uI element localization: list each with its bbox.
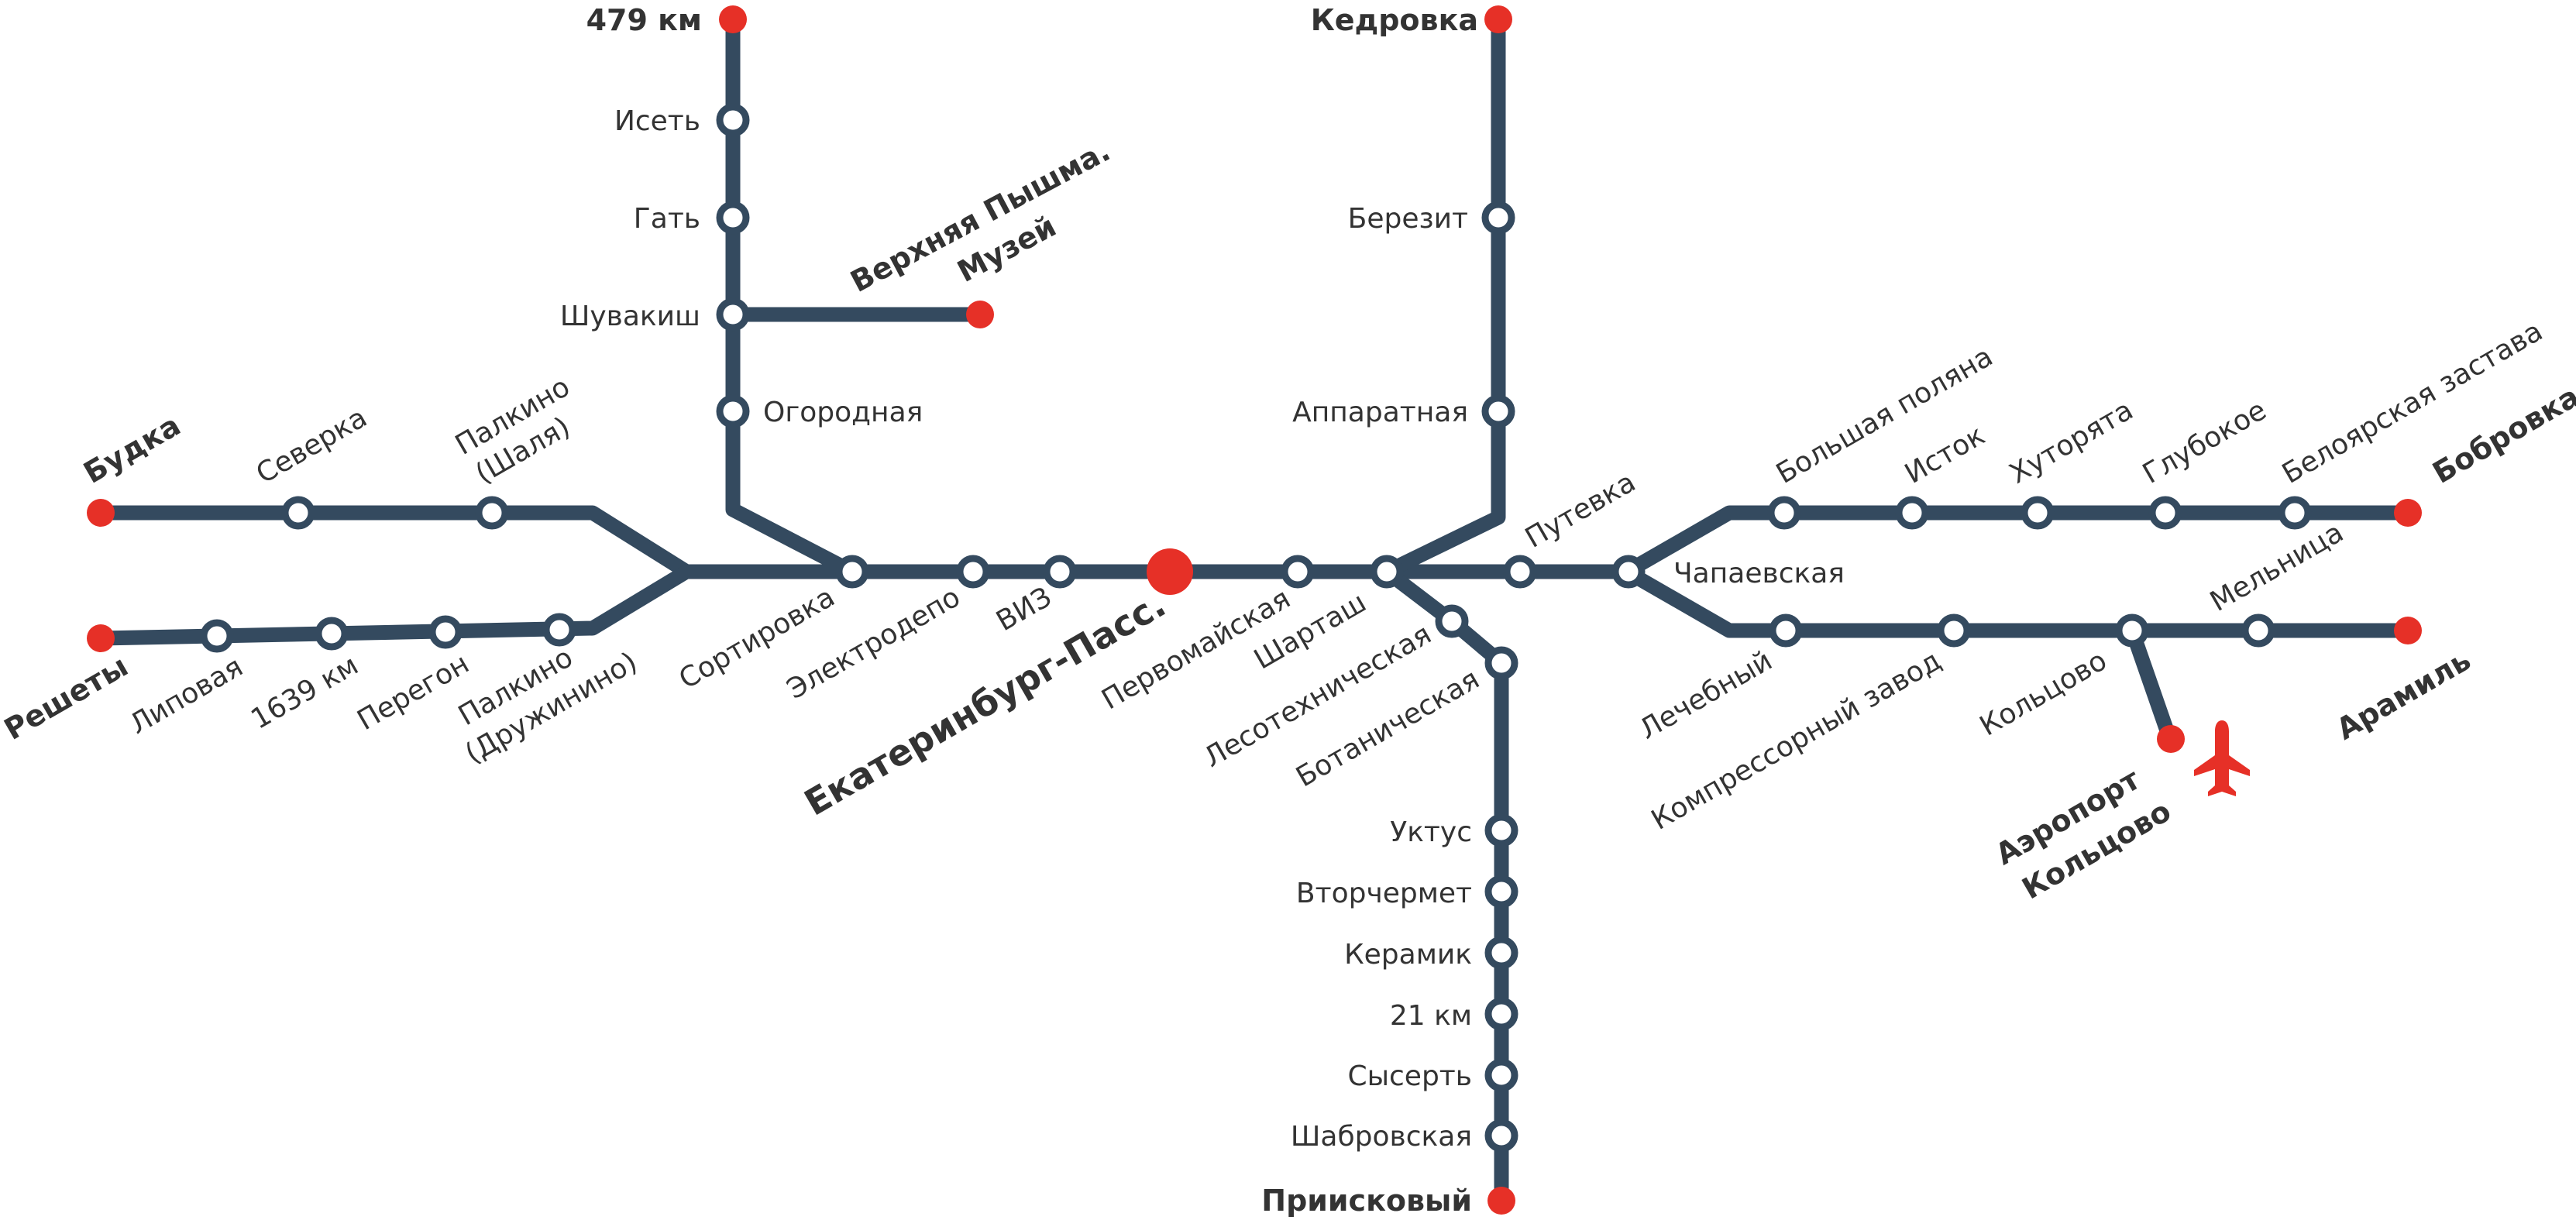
label-melnitsa: Мельница <box>2205 517 2349 618</box>
label-keramik: Керамик <box>1344 939 1472 971</box>
station-markers <box>200 103 2312 1153</box>
label-sysert: Сысерть <box>1347 1060 1472 1092</box>
label-peregon: Перегон <box>353 648 475 737</box>
line-budka <box>93 505 694 579</box>
station-putevka[interactable] <box>1503 555 1537 589</box>
station-kompressorny-zavod[interactable] <box>1937 613 1971 648</box>
station-lechebny[interactable] <box>1769 613 1803 648</box>
label-glubokoe: Глубокое <box>2137 394 2272 490</box>
label-beloyarskaya-zastava: Белоярская застава <box>2277 315 2548 490</box>
label-berezit: Березит <box>1348 203 1468 235</box>
label-severka: Северка <box>251 402 373 490</box>
label-kompressorny-zavod: Компрессорный завод <box>1646 644 1947 836</box>
station-apparatnaya[interactable] <box>1481 394 1515 428</box>
label-putevka: Путевка <box>1520 466 1641 555</box>
label-iset: Исеть <box>614 105 700 137</box>
terminal-479km[interactable] <box>719 5 747 33</box>
label-chapaevskaya: Чапаевская <box>1673 558 1845 589</box>
station-sortirovka[interactable] <box>835 555 869 589</box>
label-lechebny: Лечебный <box>1634 644 1777 746</box>
label-shabrovskaya: Шабровская <box>1291 1121 1472 1153</box>
station-chapaevskaya[interactable] <box>1611 555 1646 589</box>
station-khutoryata[interactable] <box>2021 496 2055 530</box>
line-airport <box>2124 623 2177 745</box>
station-gat[interactable] <box>716 201 750 235</box>
station-beloyarskaya-zastava[interactable] <box>2278 496 2312 530</box>
label-apparatnaya: Аппаратная <box>1292 397 1468 428</box>
station-glubokoe[interactable] <box>2148 496 2182 530</box>
station-ogorodnaya[interactable] <box>716 394 750 428</box>
station-vtorchermet[interactable] <box>1484 875 1518 909</box>
station-uktus[interactable] <box>1484 813 1518 847</box>
label-gat: Гать <box>634 203 700 235</box>
station-severka[interactable] <box>281 496 315 530</box>
station-istok[interactable] <box>1895 496 1929 530</box>
terminal-verkhnyaya-pyshma[interactable] <box>966 301 994 328</box>
terminal-aramil[interactable] <box>2394 617 2422 644</box>
station-melnitsa[interactable] <box>2241 613 2275 648</box>
station-koltsovo[interactable] <box>2115 613 2149 648</box>
line-verkhnyaya-pyshma <box>725 12 860 579</box>
station-sysert[interactable] <box>1484 1058 1518 1092</box>
terminal-reshety[interactable] <box>87 624 115 652</box>
label-koltsovo: Кольцово <box>1975 644 2113 742</box>
label-shuvakish: Шувакиш <box>560 301 700 332</box>
terminal-kedrovka[interactable] <box>1484 5 1512 33</box>
label-bolshaya-polyana: Большая поляна <box>1771 341 1998 490</box>
station-1639km[interactable] <box>315 617 349 651</box>
line-aramil <box>1619 564 2416 638</box>
hub-ekaterinburg[interactable] <box>1147 548 1193 595</box>
station-bolshaya-polyana[interactable] <box>1767 496 1801 530</box>
station-berezit[interactable] <box>1481 201 1515 235</box>
label-aramil: Арамиль <box>2330 643 2476 747</box>
station-botanicheskaya[interactable] <box>1484 646 1518 680</box>
label-vtorchermet: Вторчермет <box>1296 878 1472 909</box>
airplane-icon <box>2194 720 2250 796</box>
terminal-budka[interactable] <box>87 499 115 527</box>
station-viz[interactable] <box>1043 555 1077 589</box>
label-budka: Будка <box>78 408 187 490</box>
label-istok: Исток <box>1900 420 1990 490</box>
label-viz: ВИЗ <box>991 581 1057 637</box>
terminal-markers <box>87 5 2422 1215</box>
station-palkino-shalya[interactable] <box>475 496 509 530</box>
label-uktus: Уктус <box>1390 816 1472 848</box>
station-pervomayskaya[interactable] <box>1281 555 1315 589</box>
station-shuvakish[interactable] <box>716 297 750 332</box>
line-sysert <box>1379 564 1509 1208</box>
station-keramik[interactable] <box>1484 936 1518 970</box>
station-lipovaya[interactable] <box>200 619 234 653</box>
label-lipovaya: Липовая <box>125 651 249 741</box>
station-labels: 479 км Исеть Гать Шувакиш Огородная Верх… <box>0 3 2576 1218</box>
station-lesotekhnicheskaya[interactable] <box>1435 604 1469 638</box>
label-1639km: 1639 км <box>246 649 363 735</box>
station-shabrovskaya[interactable] <box>1484 1119 1518 1153</box>
station-shartash[interactable] <box>1370 555 1404 589</box>
line-reshety <box>93 564 694 646</box>
label-479km: 479 км <box>586 3 702 37</box>
line-kedrovka <box>1379 12 1506 579</box>
label-khutoryata: Хуторята <box>2004 394 2138 490</box>
station-palkino-druzhinino[interactable] <box>542 613 576 647</box>
label-reshety: Решеты <box>0 649 133 747</box>
label-kedrovka: Кедровка <box>1311 3 1478 37</box>
terminal-priiskovy[interactable] <box>1487 1187 1515 1215</box>
station-elektrodepo[interactable] <box>956 555 990 589</box>
station-21km[interactable] <box>1484 997 1518 1031</box>
label-21km: 21 км <box>1390 1000 1472 1032</box>
station-peregon[interactable] <box>428 615 463 649</box>
terminal-bobrovka[interactable] <box>2394 499 2422 527</box>
station-iset[interactable] <box>716 103 750 137</box>
terminal-airport-koltsovo[interactable] <box>2157 725 2185 753</box>
label-priiskovy: Приисковый <box>1261 1184 1472 1218</box>
label-ogorodnaya: Огородная <box>763 397 923 428</box>
